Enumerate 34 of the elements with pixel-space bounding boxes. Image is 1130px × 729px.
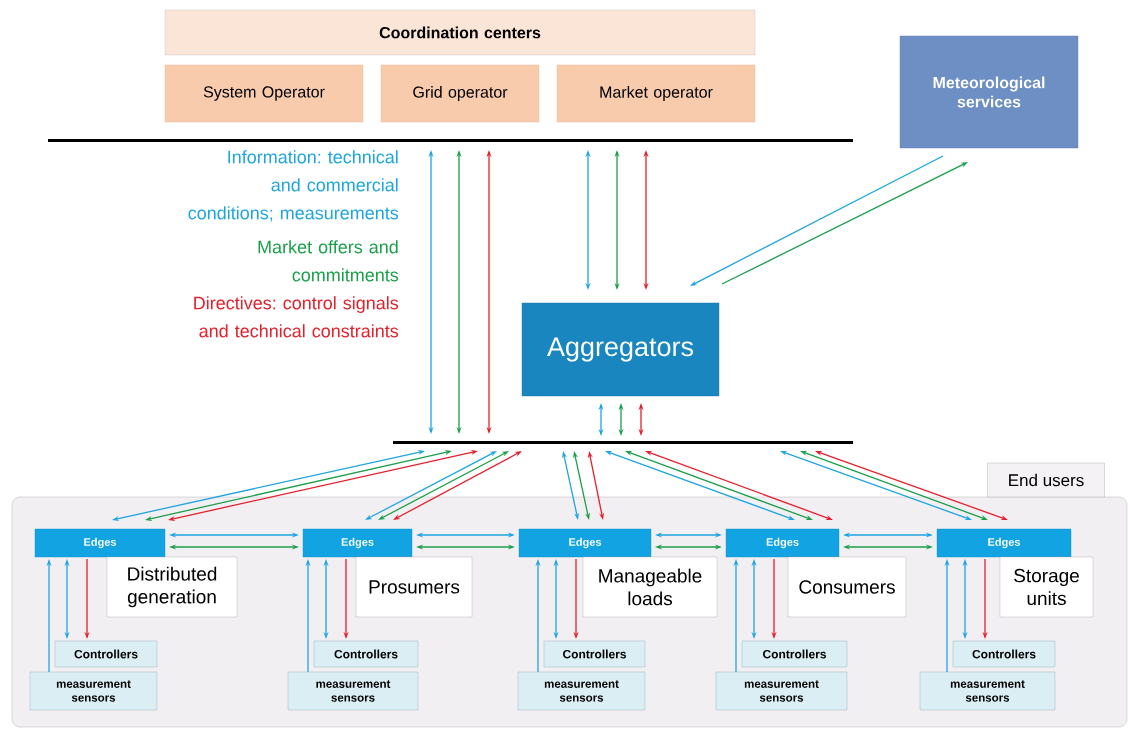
category-box: Manageable loads xyxy=(582,556,718,618)
sensor-box: measurement sensors xyxy=(919,671,1056,711)
bus-line xyxy=(393,441,853,444)
bus-line xyxy=(48,139,853,142)
edges-box: Edges xyxy=(518,528,652,558)
category-box: Storage units xyxy=(999,556,1094,618)
controller-box: Controllers xyxy=(54,640,158,668)
category-box: Distributed generation xyxy=(106,556,238,618)
arrow-description: Information: technical and commercial conditions; measurements xyxy=(188,150,399,222)
category-box: Consumers xyxy=(787,556,907,618)
sensor-box: measurement sensors xyxy=(715,671,848,711)
sensor-box: measurement sensors xyxy=(29,671,158,711)
sensor-box: measurement sensors xyxy=(517,671,646,711)
edges-box: Edges xyxy=(34,528,166,558)
node-label: End users xyxy=(1009,473,1084,487)
edges-box: Edges xyxy=(725,528,840,558)
arrow xyxy=(378,451,509,520)
operator-box: Market operator xyxy=(556,64,756,123)
category-box: Prosumers xyxy=(355,556,473,618)
controller-box: Controllers xyxy=(313,640,419,668)
operator-box: Grid operator xyxy=(380,64,540,123)
arrow xyxy=(393,451,522,520)
arrow-description: Directives: control signals and technical constraints xyxy=(194,296,399,338)
controller-box: Controllers xyxy=(952,640,1056,668)
controller-box: Controllers xyxy=(741,640,848,668)
edges-box: Edges xyxy=(302,528,413,558)
header-band: Coordination centers xyxy=(164,9,756,56)
edges-box: Edges xyxy=(936,528,1072,558)
aggregator-box: Aggregators xyxy=(521,302,720,397)
arrow-description: Market offers and commitments xyxy=(258,240,399,282)
sensor-box: measurement sensors xyxy=(287,671,419,711)
service-box: Meteorological services xyxy=(899,35,1079,149)
operator-box: System Operator xyxy=(164,64,364,123)
controller-box: Controllers xyxy=(543,640,646,668)
